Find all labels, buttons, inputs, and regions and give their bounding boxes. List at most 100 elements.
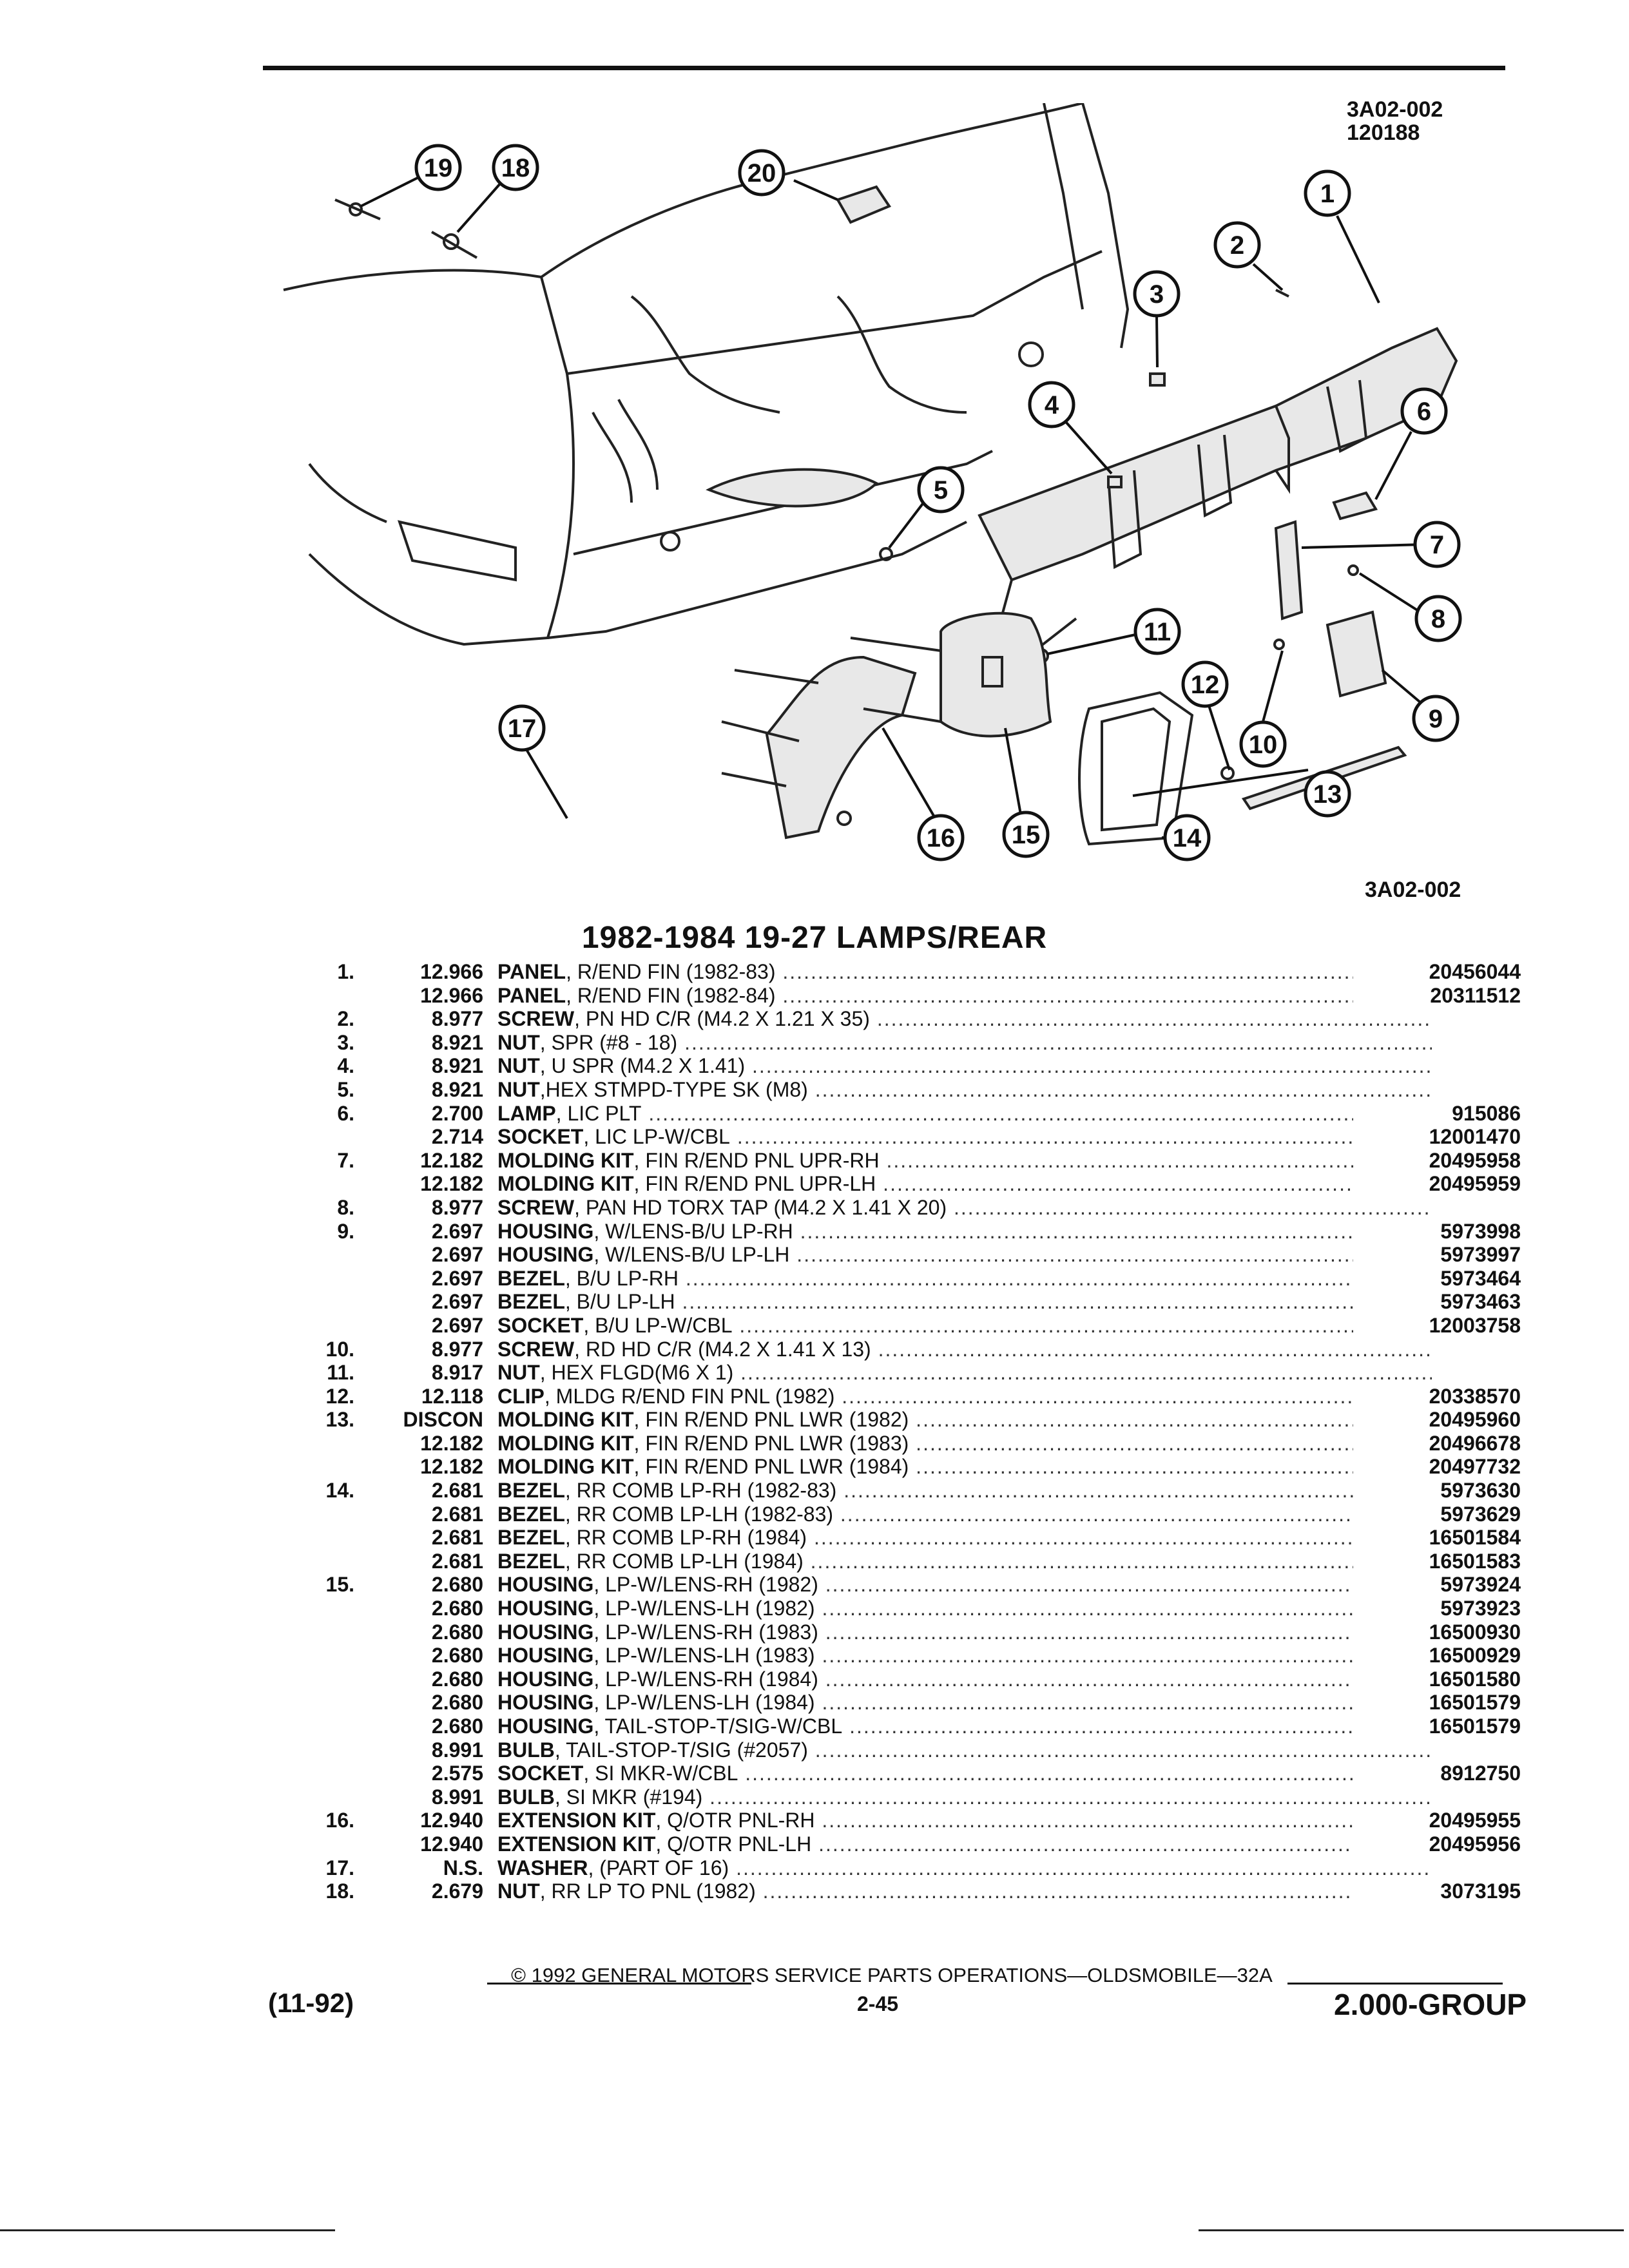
svg-text:11: 11	[1144, 618, 1171, 646]
svg-text:7: 7	[1430, 531, 1444, 559]
part-description: MOLDING KIT, FIN R/END PNL LWR (1984) ..…	[497, 1455, 1432, 1478]
part-description: HOUSING, W/LENS-B/U LP-RH ..............…	[497, 1220, 1432, 1243]
part-description: HOUSING, TAIL-STOP-T/SIG-W/CBL .........…	[497, 1715, 1432, 1738]
part-number: 5973924	[1353, 1573, 1521, 1597]
dot-leader: ........................................…	[840, 1502, 1432, 1526]
dot-leader: ........................................…	[883, 1172, 1432, 1196]
dot-leader: ........................................…	[762, 1879, 1432, 1903]
part-detail: , RD HD C/R (M4.2 X 1.41 X 13)	[574, 1337, 871, 1361]
part-detail: , TAIL-STOP-T/SIG-W/CBL	[593, 1715, 843, 1738]
rear-end-panel-illustration	[978, 327, 1458, 666]
ref-number: 10.	[325, 1337, 354, 1361]
part-description: BULB, TAIL-STOP-T/SIG (#2057) ..........…	[497, 1738, 1432, 1762]
dot-leader: ........................................…	[685, 1266, 1432, 1290]
parts-row: 2.680 HOUSING, LP-W/LENS-LH (1982) ......…	[284, 1597, 1521, 1620]
group-code: 2.697	[431, 1243, 483, 1267]
callout-11: 11	[1133, 608, 1181, 655]
group-code: 2.575	[431, 1762, 483, 1785]
page-number: 2-45	[857, 1992, 899, 2015]
group-code: 12.118	[421, 1384, 483, 1408]
part-detail: , FIN R/END PNL UPR-RH	[633, 1148, 880, 1172]
part-detail: , R/END FIN (1982-84)	[566, 983, 776, 1007]
dot-leader: ........................................…	[916, 1455, 1432, 1479]
dot-leader: ........................................…	[682, 1290, 1432, 1314]
part-name: MOLDING KIT	[497, 1408, 634, 1432]
part-detail: , B/U LP-RH	[564, 1266, 679, 1290]
group-code: 2.680	[431, 1597, 483, 1620]
group-code: 2.697	[431, 1290, 483, 1314]
dot-leader: ........................................…	[709, 1785, 1432, 1809]
part-detail: , FIN R/END PNL LWR (1983)	[633, 1431, 909, 1455]
dot-leader: ........................................…	[818, 1832, 1432, 1856]
part-description: NUT, SPR (#8 - 18) .....................…	[497, 1031, 1432, 1054]
callout-4: 4	[1028, 381, 1075, 428]
part-name: SCREW	[497, 1195, 575, 1219]
group-code: 8.977	[431, 1337, 483, 1361]
group-code: 2.679	[431, 1879, 483, 1903]
dot-leader: ........................................…	[825, 1573, 1432, 1597]
part-detail: , RR COMB LP-RH (1982-83)	[564, 1479, 837, 1503]
part-number: 12003758	[1353, 1313, 1521, 1337]
section-title: 1982-1984 19-27 LAMPS/REAR	[581, 921, 1048, 955]
copyright-notice: © 1992 GENERAL MOTORS SERVICE PARTS OPER…	[511, 1964, 1273, 1986]
part-description: BEZEL, B/U LP-RH .......................…	[497, 1267, 1432, 1290]
dot-leader: ........................................…	[822, 1644, 1432, 1667]
ref-number: 1.	[337, 960, 354, 983]
dot-leader: ........................................…	[825, 1620, 1432, 1644]
callout-3: 3	[1133, 270, 1181, 318]
part-description: BEZEL, B/U LP-LH .......................…	[497, 1290, 1432, 1313]
part-name: MOLDING KIT	[497, 1431, 634, 1455]
part-name: HOUSING	[497, 1597, 594, 1620]
parts-row: 4. 8.921 NUT, U SPR (M4.2 X 1.41) ........…	[284, 1054, 1521, 1078]
ref-number: 14.	[325, 1479, 354, 1503]
part-description: NUT, U SPR (M4.2 X 1.41) ...............…	[497, 1054, 1432, 1077]
part-number: 5973463	[1353, 1290, 1521, 1314]
callout-19: 19	[414, 144, 462, 191]
group-code: 8.921	[431, 1054, 483, 1078]
part-name: BEZEL	[497, 1526, 565, 1550]
part-detail: , RR COMB LP-LH (1984)	[564, 1549, 804, 1573]
part-number: 8912750	[1353, 1762, 1521, 1785]
part-description: HOUSING, LP-W/LENS-RH (1983) ...........…	[497, 1620, 1432, 1644]
dot-leader: ........................................…	[796, 1243, 1432, 1267]
ref-number: 4.	[337, 1054, 354, 1078]
part-number: 5973997	[1353, 1243, 1521, 1267]
part-description: SCREW, PN HD C/R (M4.2 X 1.21 X 35) ....…	[497, 1007, 1432, 1030]
part-detail: , FIN R/END PNL LWR (1984)	[633, 1455, 909, 1479]
group-code: 12.940	[420, 1832, 483, 1856]
group-code: 2.680	[431, 1573, 483, 1597]
part-detail: , LP-W/LENS-RH (1983)	[593, 1620, 818, 1644]
figure-id-top: 3A02-002	[1347, 97, 1443, 122]
part-detail: , TAIL-STOP-T/SIG (#2057)	[554, 1738, 808, 1762]
group-code: 12.966	[420, 960, 483, 983]
group-code: 12.182	[420, 1431, 483, 1455]
callout-1: 1	[1304, 169, 1351, 217]
part-detail: , U SPR (M4.2 X 1.41)	[539, 1054, 746, 1078]
dot-leader: ........................................…	[751, 1054, 1432, 1078]
part-detail: , B/U LP-W/CBL	[583, 1313, 733, 1337]
part-description: EXTENSION KIT, Q/OTR PNL-RH ............…	[497, 1809, 1432, 1832]
ref-number: 7.	[337, 1148, 354, 1172]
part-name: EXTENSION KIT	[497, 1832, 656, 1856]
leader-lines	[360, 176, 1427, 839]
part-detail: , SI MKR (#194)	[554, 1785, 703, 1809]
part-description: EXTENSION KIT, Q/OTR PNL-LH ............…	[497, 1832, 1432, 1856]
svg-text:17: 17	[508, 715, 537, 743]
part-description: HOUSING, LP-W/LENS-LH (1982) ...........…	[497, 1597, 1432, 1620]
part-name: SCREW	[497, 1007, 575, 1031]
group-code: 2.681	[431, 1479, 483, 1503]
part-number: 16500930	[1353, 1620, 1521, 1644]
group-code: 2.680	[431, 1691, 483, 1715]
